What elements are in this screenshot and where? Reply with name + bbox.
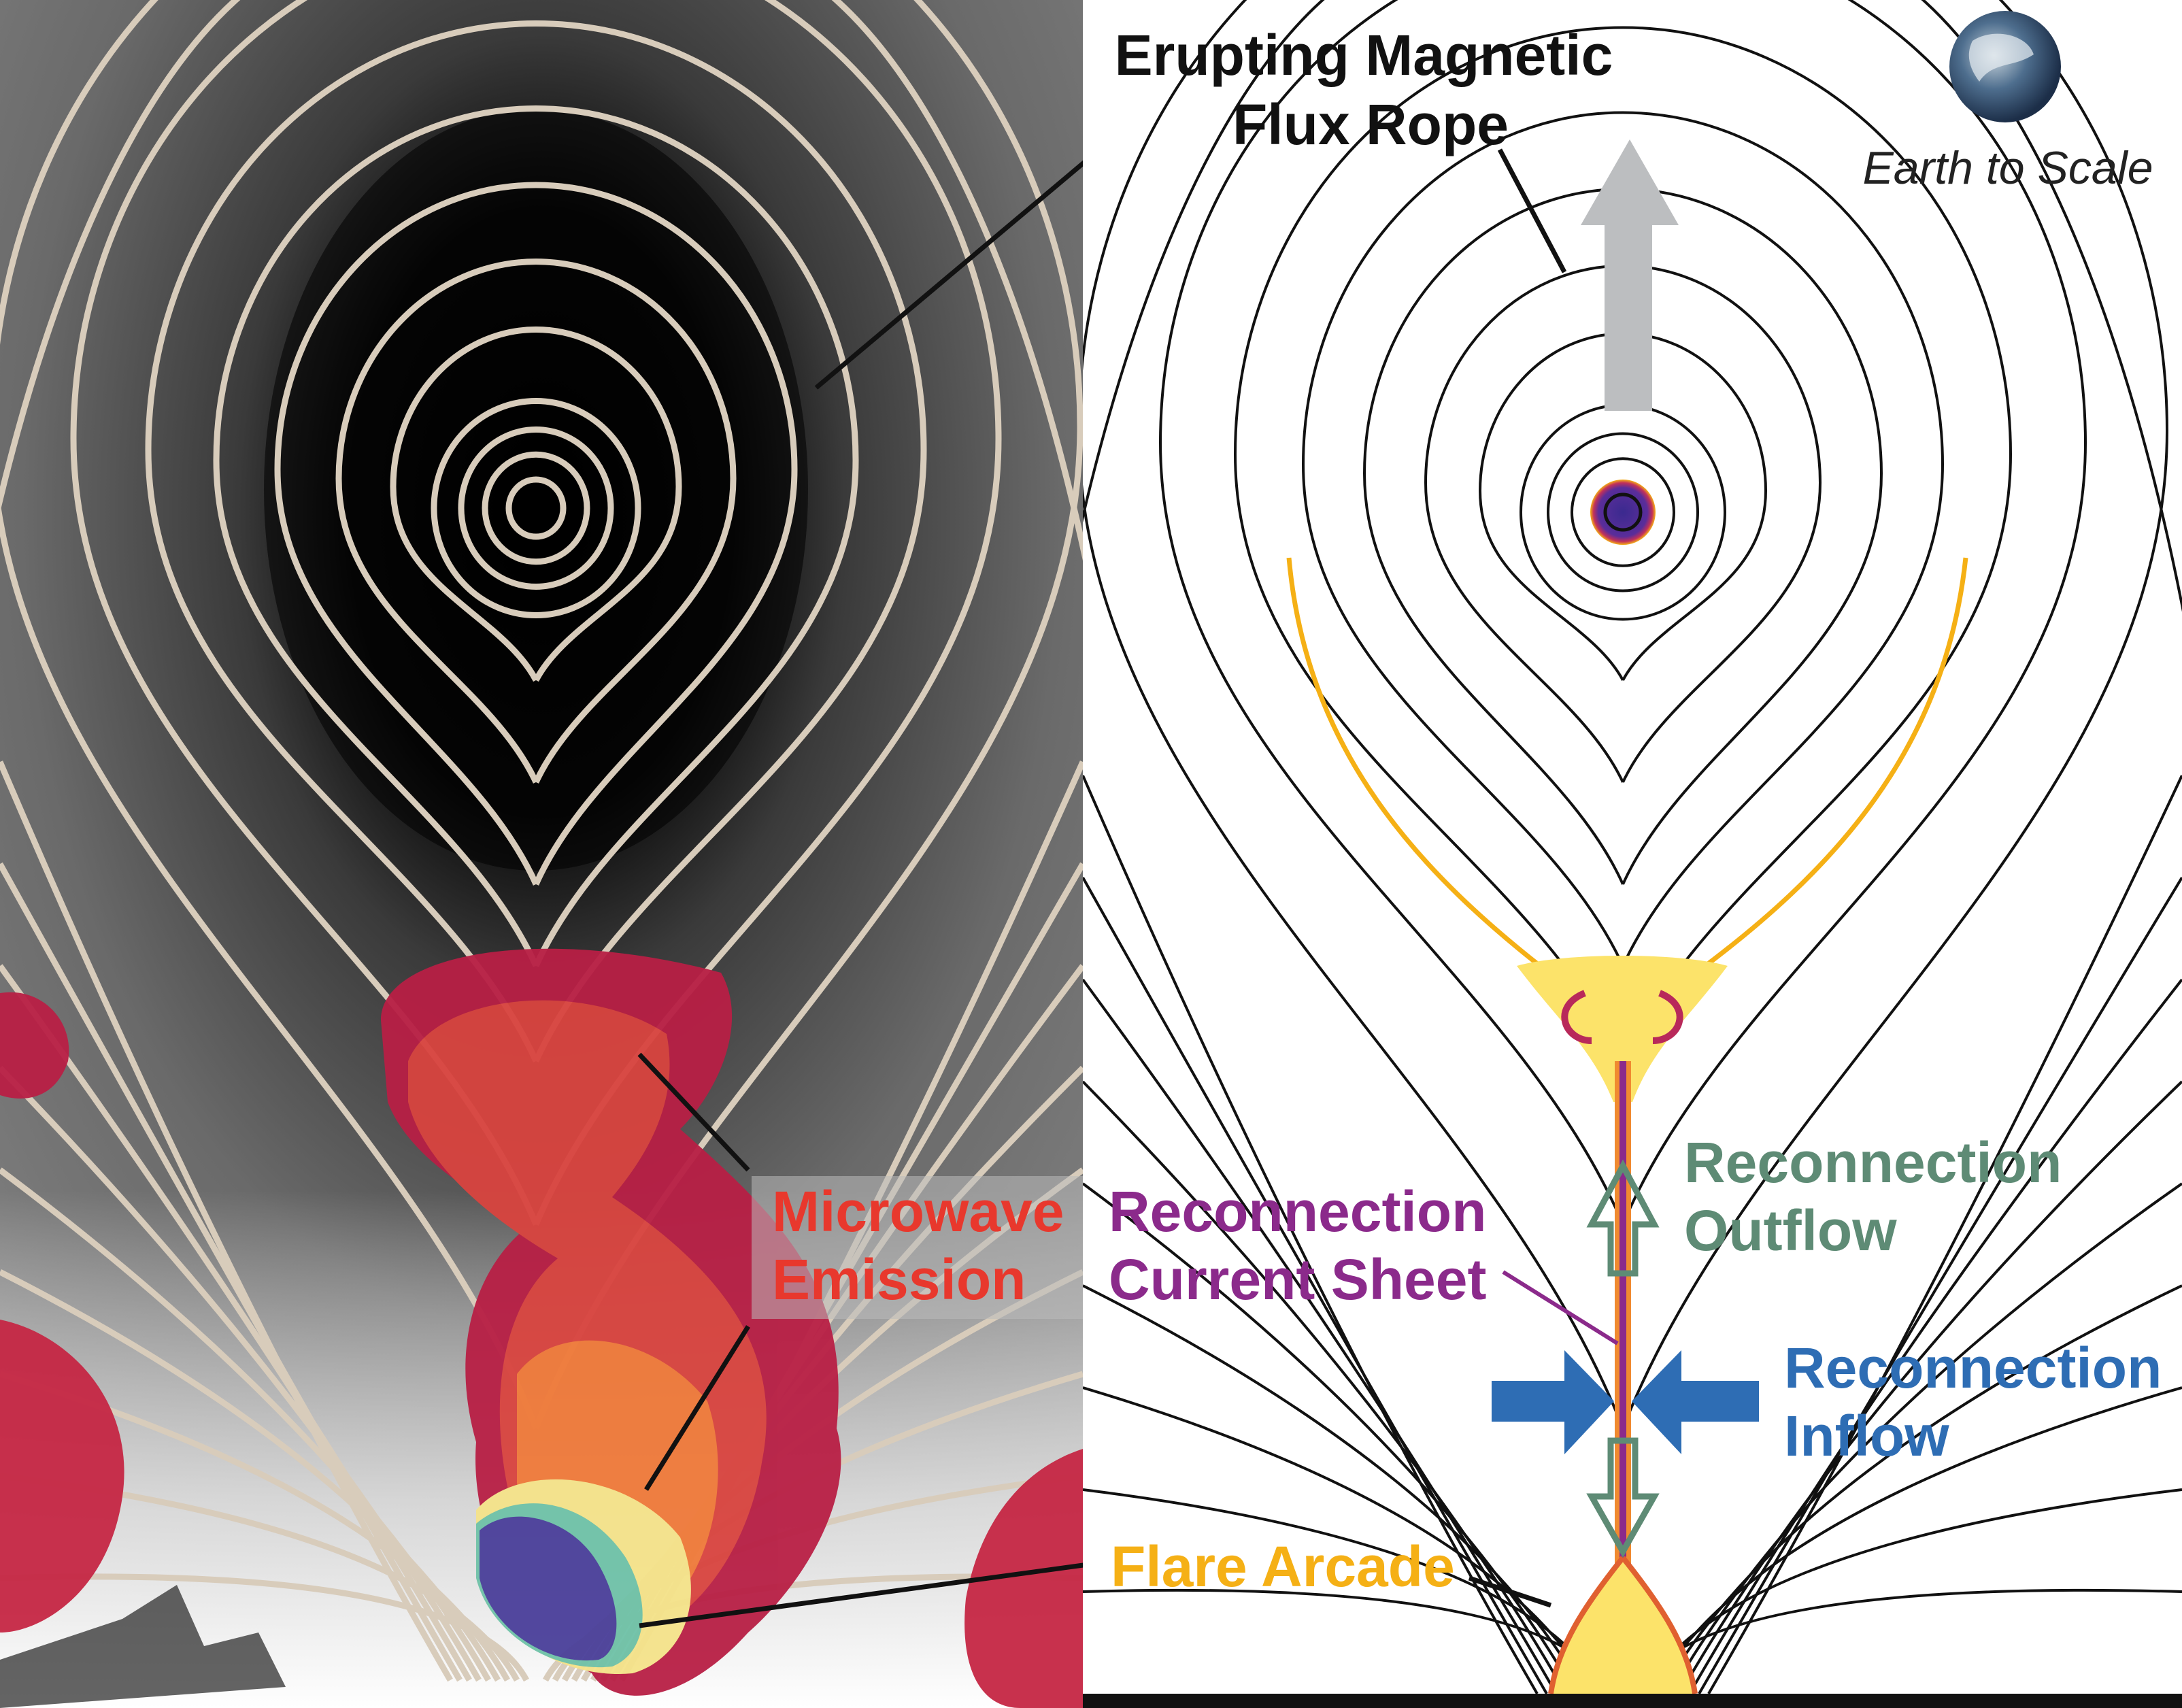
microwave-emission-contours: [0, 948, 1083, 1708]
field-line-open: [1688, 978, 2182, 1694]
current-density: [1286, 480, 1968, 1694]
current-sheet-label-line2: Current Sheet: [1109, 1247, 1486, 1311]
right-leader-lines: [1468, 148, 1567, 1608]
dark-feature: [0, 1585, 286, 1708]
flare-arcade-region: [1551, 1558, 1695, 1694]
field-line-open: [0, 1065, 482, 1682]
field-line-loop: [274, 182, 798, 886]
field-line-open: [1650, 1386, 2182, 1694]
earth-scale-label: Earth to Scale: [1862, 142, 2153, 194]
field-line-loop: [1158, 0, 2087, 1225]
field-line-loop: [145, 20, 927, 1062]
flux-rope-inner-line: [1603, 492, 1643, 532]
microwave-label-box: [752, 1176, 1083, 1319]
field-line-closed: [1571, 457, 1676, 567]
inflow-arrow-left: [1492, 1350, 1614, 1454]
field-line-open: [1083, 1284, 1586, 1694]
field-line-loop: [213, 105, 859, 967]
field-line-open: [0, 1269, 501, 1682]
field-line-open: [0, 862, 463, 1682]
field-line-open: [1083, 1080, 1567, 1694]
microwave-label-line2: Emission: [772, 1247, 1026, 1311]
emission-contour-core: [480, 1516, 617, 1661]
field-line-open: [1083, 978, 1558, 1694]
outflow-arrow-up: [1586, 1159, 1660, 1277]
field-line-loop: [1301, 111, 1945, 967]
flare-arcade-leader: [1468, 1575, 1552, 1608]
flare-arcade-leader-left: [639, 1562, 1083, 1628]
model-panel: Erupting Magnetic Flux Rope Earth to Sca…: [1083, 0, 2182, 1694]
flux-rope-label-line1: Erupting Magnetic: [1115, 23, 1613, 87]
earth-clouds: [1968, 33, 2034, 82]
outflow-arrow-down: [1586, 1437, 1660, 1558]
field-line-open: [1083, 877, 1548, 1694]
earth-image: [1949, 11, 2061, 122]
field-line-open: [1660, 1284, 2182, 1694]
inflow-label-line2: Inflow: [1784, 1404, 1949, 1468]
field-line-loop: [1233, 26, 2013, 1062]
left-leader-lines: [637, 160, 1083, 1628]
field-line-loop: [0, 0, 1083, 1430]
flare-arcade-edge: [1548, 1556, 1698, 1694]
field-line-open: [0, 760, 453, 1682]
inflow-arrow-right: [1632, 1350, 1759, 1454]
field-line-outer: [1083, 0, 1325, 523]
field-line-closed: [505, 476, 567, 540]
inflow-label-line1: Reconnection: [1784, 1336, 2162, 1400]
flux-rope-leader: [814, 160, 1083, 390]
field-lines-right: [1083, 0, 2182, 1694]
separatrix-left: [1286, 557, 1560, 982]
field-line-open: [1698, 876, 2182, 1694]
plasmoid-region: [1517, 956, 1728, 1102]
flux-rope-leader-right: [1497, 148, 1567, 273]
field-line-outer: [831, 0, 1083, 561]
plasmoid-vortices: [1561, 990, 1683, 1044]
field-line-open: [1083, 1182, 1577, 1694]
emission-blob-left-top: [0, 992, 69, 1099]
field-line-loop: [70, 0, 1002, 1226]
field-line-open: [1707, 775, 2182, 1694]
emission-blob-left: [0, 1320, 124, 1632]
outflow-label-line2: Outflow: [1684, 1199, 1897, 1262]
field-line-loop: [390, 326, 682, 682]
outflow-label-line1: Reconnection: [1684, 1131, 2062, 1194]
field-line-closed: [482, 451, 590, 565]
field-line-open: [0, 964, 472, 1682]
current-sheet-label-line1: Reconnection: [1109, 1179, 1486, 1243]
current-sheet-core: [1619, 1061, 1626, 1592]
flux-rope-core: [1590, 480, 1656, 545]
field-line-open: [1669, 1182, 2182, 1694]
separatrix-right: [1685, 557, 1968, 982]
field-line-outer: [1921, 0, 2182, 613]
solar-surface-bar: [1083, 1694, 2182, 1708]
field-line-loop: [1083, 0, 2169, 1429]
field-line-open: [0, 1167, 491, 1682]
flare-arcade-label: Flare Arcade: [1111, 1535, 1455, 1598]
field-line-closed: [431, 398, 641, 618]
field-line-open: [1083, 775, 1539, 1694]
eruption-arrow: [1581, 139, 1679, 411]
flux-rope-label-line2: Flux Rope: [1232, 93, 1509, 156]
emission-blob-right: [964, 1449, 1083, 1708]
field-line-open: [0, 1573, 529, 1682]
field-line-closed: [1520, 403, 1727, 621]
field-line-open: [1083, 1386, 1596, 1694]
field-line-closed: [1547, 432, 1700, 592]
dark-cavity: [264, 109, 808, 871]
microwave-leader-1: [637, 1052, 750, 1172]
field-line-open: [1679, 1080, 2182, 1694]
microwave-leader-2: [644, 1325, 750, 1491]
field-line-loop: [335, 258, 737, 784]
microwave-label-line1: Microwave: [772, 1179, 1064, 1243]
observation-panel: Microwave Emission: [0, 0, 1083, 1708]
current-sheet-leader: [1502, 1270, 1619, 1345]
field-line-outer: [0, 0, 241, 514]
field-line-closed: [458, 426, 614, 590]
